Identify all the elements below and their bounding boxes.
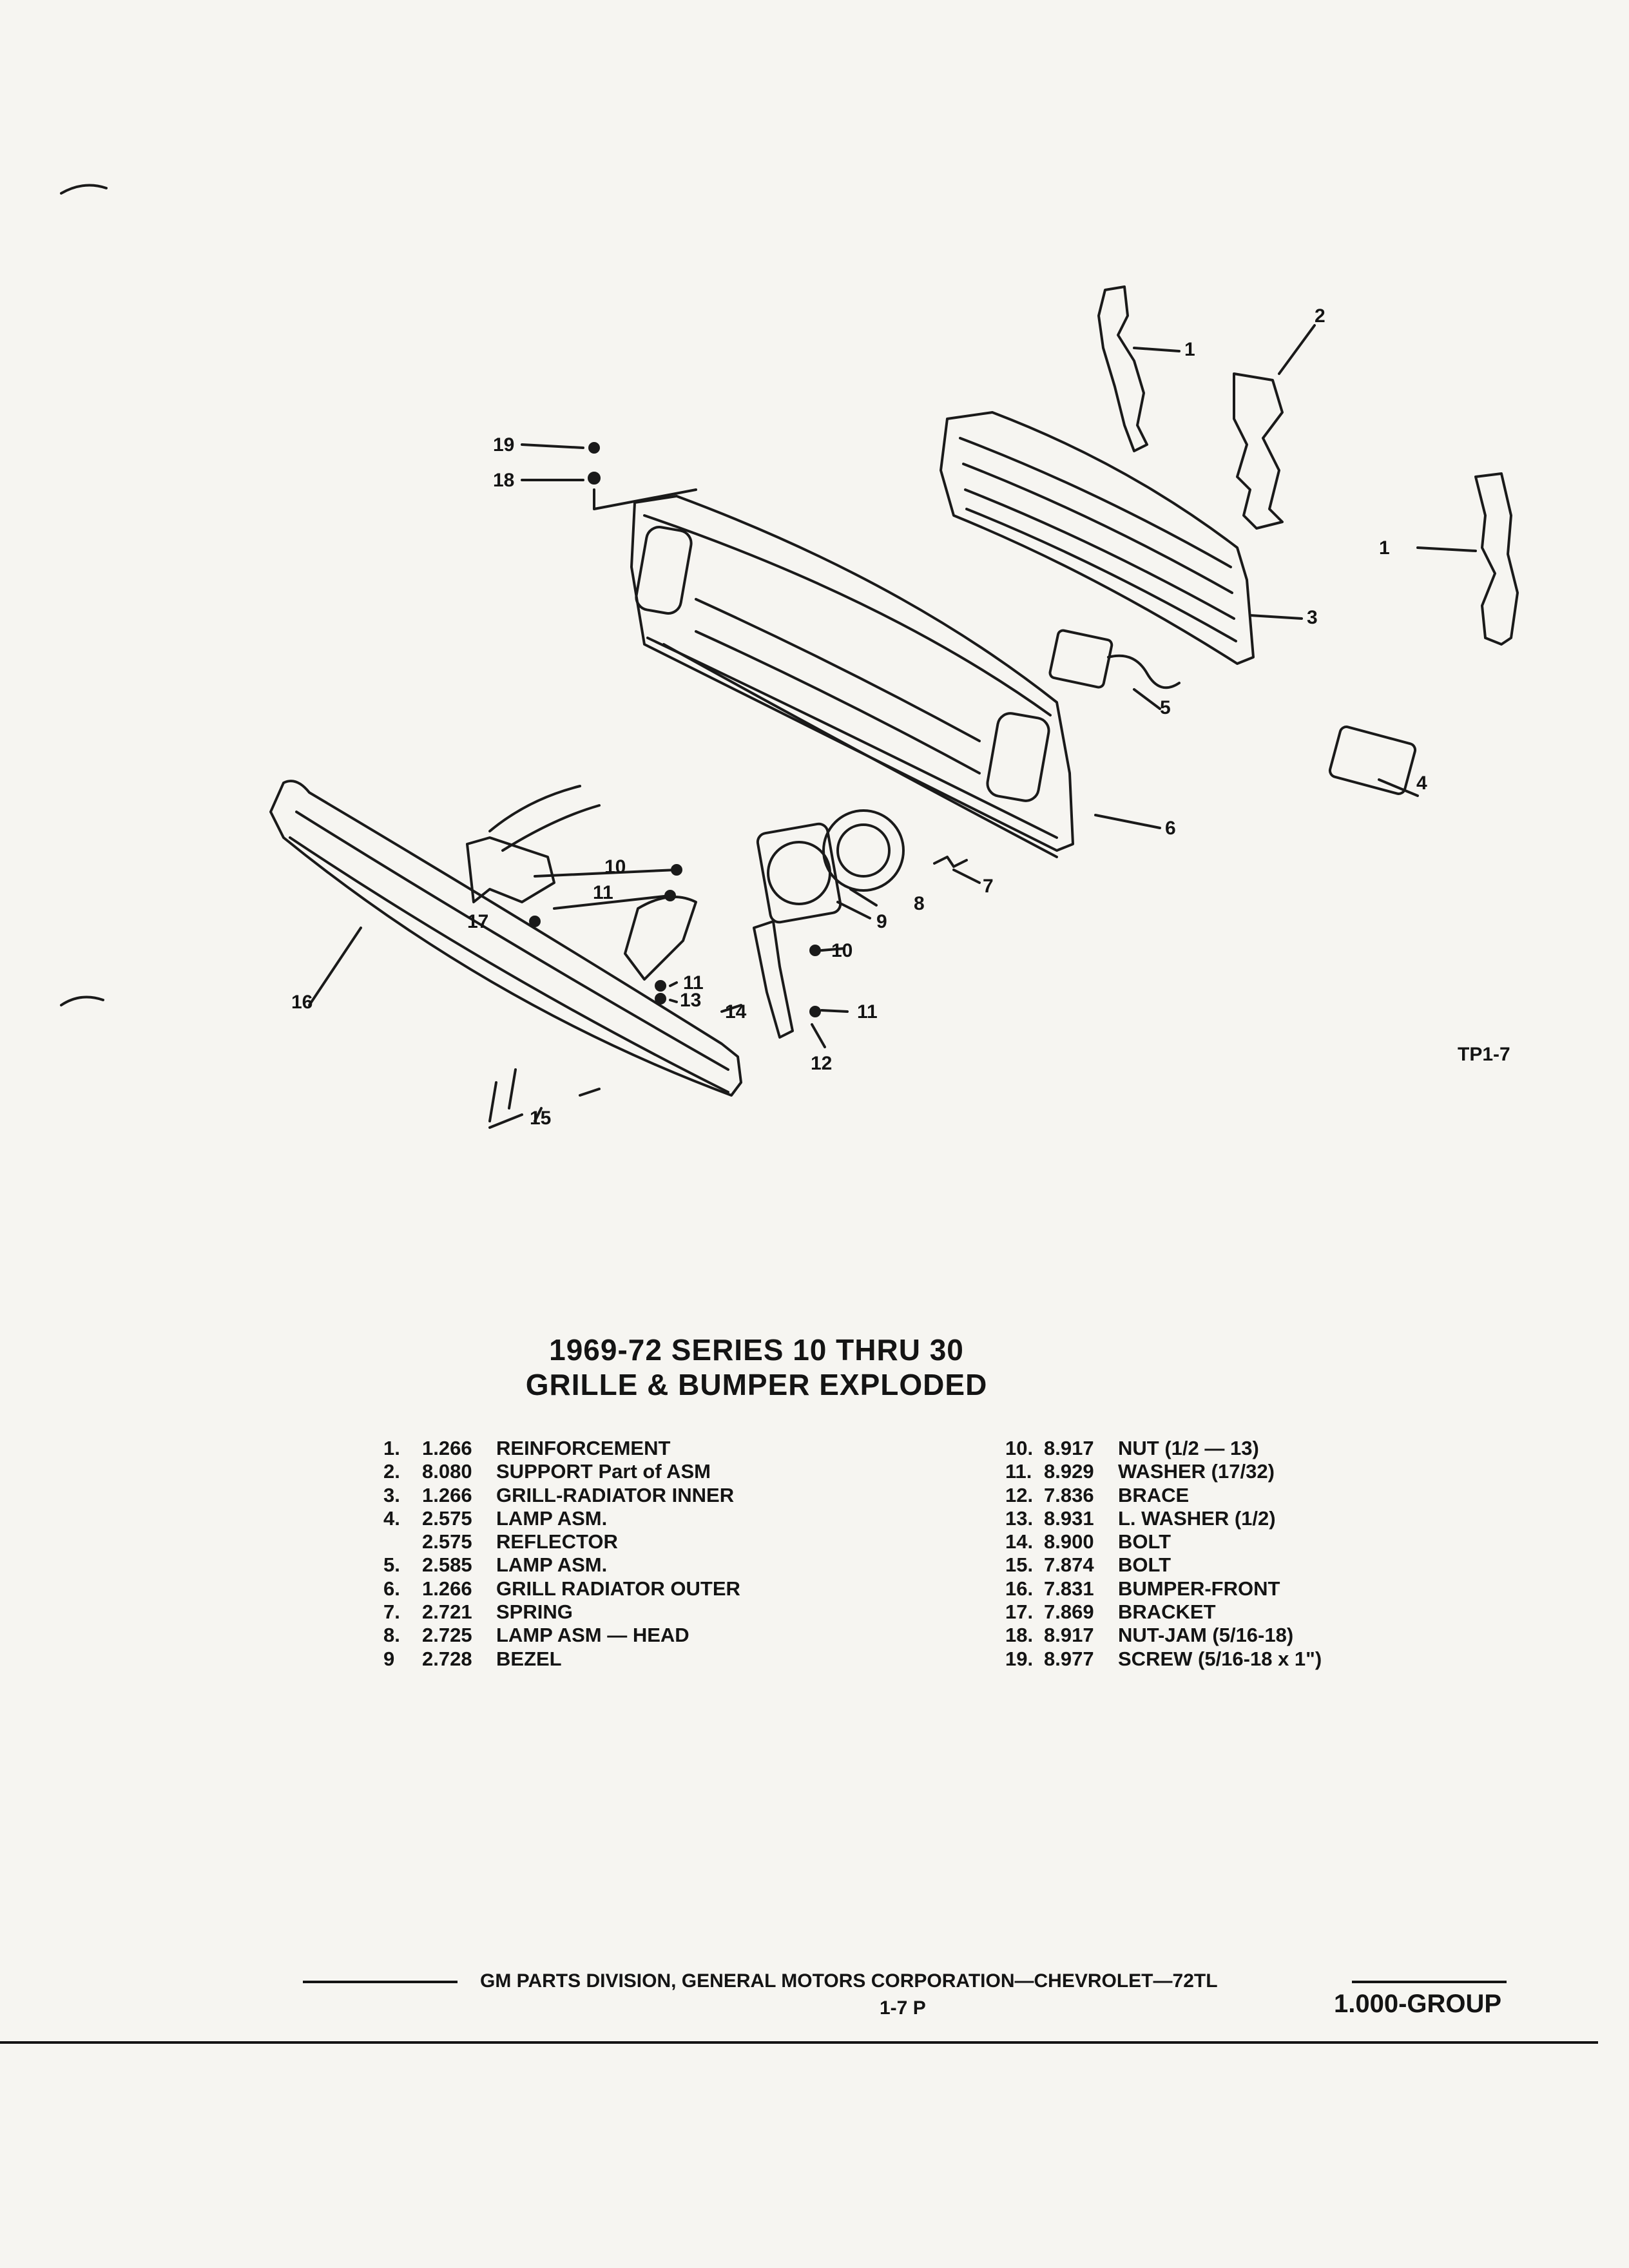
callout-16: 16 <box>291 992 313 1013</box>
callout-3: 3 <box>1307 607 1318 628</box>
reinforcement-upper <box>1097 285 1148 452</box>
callout-9: 9 <box>876 911 887 932</box>
grille-outer <box>630 495 1074 852</box>
diagram-title-line1: 1969-72 SERIES 10 THRU 30 <box>549 1333 964 1367</box>
callout-17: 17 <box>467 911 488 932</box>
callout-19: 19 <box>493 434 514 456</box>
footer-publisher: GM PARTS DIVISION, GENERAL MOTORS CORPOR… <box>480 1970 1218 1992</box>
callout-2: 2 <box>1315 305 1325 327</box>
bracket <box>466 836 555 903</box>
callout-1a: 1 <box>1184 339 1195 360</box>
bumper <box>269 780 742 1097</box>
callout-4: 4 <box>1416 773 1427 794</box>
callout-10a: 10 <box>604 856 626 878</box>
group-number: 1.000-GROUP <box>1334 1990 1502 2018</box>
callout-8: 8 <box>914 893 925 914</box>
callout-6: 6 <box>1165 818 1176 839</box>
diagram-title-line2: GRILLE & BUMPER EXPLODED <box>525 1368 988 1401</box>
footer-rule-left <box>303 1981 458 1983</box>
callout-12: 12 <box>811 1053 832 1074</box>
scan-mark <box>60 184 108 195</box>
bottom-rule <box>0 2041 1598 2044</box>
reinforcement-right <box>1474 472 1519 646</box>
callout-5: 5 <box>1160 697 1171 718</box>
callout-10b: 10 <box>831 940 853 961</box>
callout-14: 14 <box>725 1001 747 1023</box>
grille-inner <box>940 411 1255 665</box>
callout-11a: 11 <box>593 882 613 903</box>
page-number: 1-7 P <box>880 1997 926 2019</box>
footer-rule-right <box>1352 1981 1507 1983</box>
callout-11c: 11 <box>857 1001 878 1023</box>
callout-13: 13 <box>680 990 701 1011</box>
scan-mark <box>60 995 104 1006</box>
lamp-side <box>1328 726 1417 795</box>
support <box>1233 372 1284 530</box>
callout-15: 15 <box>530 1108 551 1129</box>
callout-7: 7 <box>983 876 994 897</box>
exploded-parts-diagram: 1 2 1 3 4 5 6 7 8 9 10 11 10 11 11 12 13… <box>60 184 1519 1129</box>
brace <box>624 896 697 981</box>
callout-1b: 1 <box>1379 537 1390 559</box>
lamp-park <box>1048 629 1113 689</box>
callout-18: 18 <box>493 470 514 491</box>
headlamp <box>822 809 905 892</box>
callout-11b: 11 <box>683 972 704 994</box>
brace-arm <box>753 920 794 1039</box>
figure-tag: TP1-7 <box>1458 1044 1510 1065</box>
bezel <box>756 822 842 924</box>
